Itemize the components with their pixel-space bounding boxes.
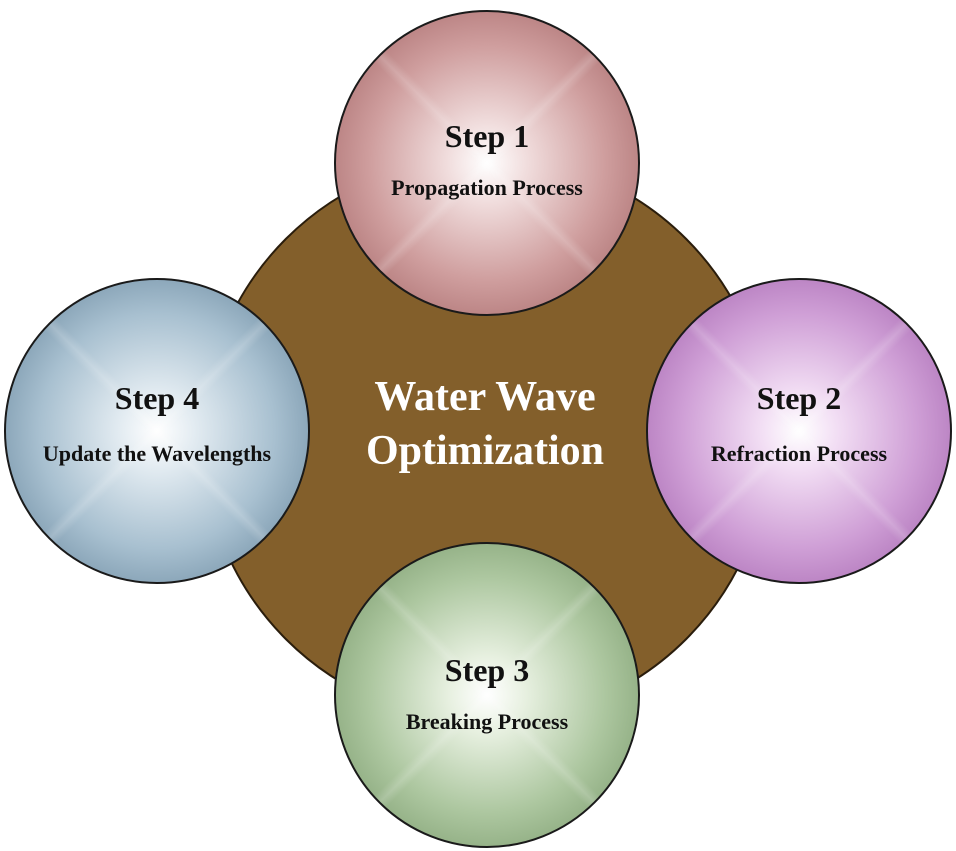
step-1-number: Step 1 [444,118,530,154]
step-1-circle: Step 1 Propagation Process [334,10,640,316]
center-title: Water Wave Optimization [300,370,670,478]
step-1-label: Propagation Process [391,175,583,200]
step-2-number: Step 2 [756,380,842,416]
center-title-line-1: Water Wave [374,374,596,420]
step-2-label: Refraction Process [710,441,888,466]
step-3-label: Breaking Process [405,709,569,734]
step-3-number: Step 3 [444,652,530,688]
step-4-number: Step 4 [114,380,200,416]
step-3-circle: Step 3 Breaking Process [334,542,640,848]
step-2-circle: Step 2 Refraction Process [646,278,952,584]
step-4-circle: Step 4 Update the Wavelengths [4,278,310,584]
step-4-label: Update the Wavelengths [42,441,272,466]
center-title-line-2: Optimization [366,428,604,474]
